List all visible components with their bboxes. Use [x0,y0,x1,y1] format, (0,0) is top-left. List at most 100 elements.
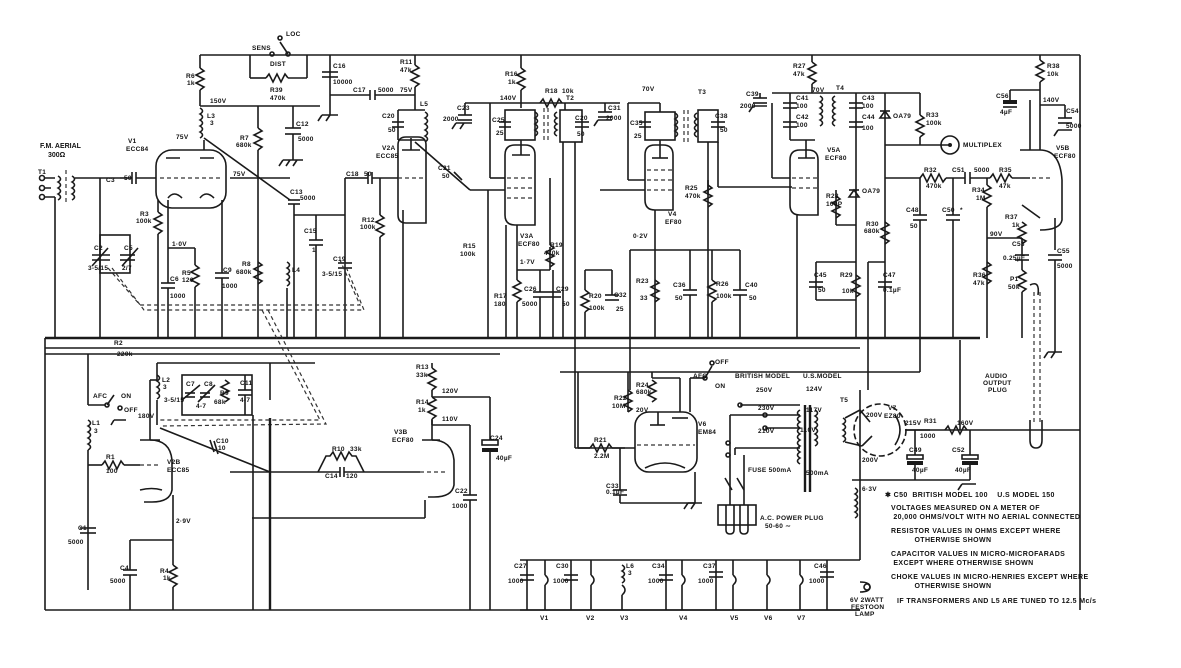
r33-value: 100k [926,120,942,127]
r31-id: R31 [924,418,937,425]
r7-id: R7 [240,135,249,142]
r24-id: R24 [636,382,649,389]
r25-value: 470k [685,193,701,200]
tube-v5a [760,103,819,338]
note-resistors: RESISTOR VALUES IN OHMS EXCEPT WHERE OTH… [891,528,1061,544]
lamp-line1: 6V 2WATT [850,597,884,604]
c23-id: C23 [457,105,470,112]
c45-id: C45 [814,272,827,279]
labels: F.M. AERIAL 300Ω T1 V1 ECC84 V2A ECC85 V… [38,31,1081,622]
p1-value: 50k [1008,284,1020,291]
l3-inductor [198,105,320,201]
sens-label: SENS [252,45,271,52]
volt-75b: 75V [233,171,246,178]
c23-value: 2000 [443,116,459,123]
r16-c23-c25-t2 [451,55,625,449]
r19-value: 470k [544,250,560,257]
v3a-cathode-network [511,178,619,338]
r12-value: 100k [360,224,376,231]
r9-value: 68k [214,399,226,406]
c49-id: C49 [909,447,922,454]
r26-id: R26 [716,281,729,288]
c16-value: 10000 [333,79,353,86]
volt-6-3: 6·3V [862,486,877,493]
afc-left-off: OFF [124,407,138,414]
r29-c45-r30-c47 [809,221,892,390]
v2a-type: ECC85 [376,153,399,160]
r29-value: 10k [842,288,854,295]
r12-id: R12 [362,217,375,224]
c13-c15-c19 [288,177,360,338]
volt-20: 20V [636,407,649,414]
r4-value: 1k [163,575,171,582]
c39-id: C39 [746,91,759,98]
v2b-id: V2B [167,459,181,466]
r11-value: 47k [400,67,412,74]
v3b-type: ECF80 [392,437,414,444]
volt-210: 210V [758,428,775,435]
c54-id: C54 [1066,108,1079,115]
c39-value: 2000 [740,103,756,110]
power-transformer-t5 [724,402,847,505]
v5a-id: V5A [827,147,841,154]
c22-value: 1000 [452,503,468,510]
r3-c6-r5-c9-r8 [152,200,264,338]
r23-id: R23 [636,278,649,285]
v6-id: V6 [698,421,707,428]
volt-124: 124V [806,386,823,393]
volt-70a: 70V [642,86,655,93]
c41-id: C41 [796,95,809,102]
c6-value: 1000 [170,293,186,300]
r7-c12 [252,106,303,338]
r37-value: 1k [1012,222,1020,229]
c42-id: C42 [796,114,809,121]
r28-id: R28 [826,193,839,200]
c44-value: 100 [862,125,874,132]
v5b-id: V5B [1056,145,1070,152]
lamp-line3: LAMP [855,611,875,618]
c51-value: 5000 [974,167,990,174]
c48-value: 50 [910,223,918,230]
c20-id: C20 [382,113,395,120]
volt-0-2: 0·2V [633,233,648,240]
l6-id: L6 [626,563,634,570]
c46-id: C46 [814,563,827,570]
r13-value: 33k [416,372,428,379]
c52-id: C52 [952,447,965,454]
lamp-line2: FESTOON [851,604,884,611]
c21-value: 50 [442,173,450,180]
c52-value: 40µF [955,467,971,474]
r17-value: 180 [494,301,506,308]
multiplex-label: MULTIPLEX [963,142,1002,149]
r21-id: R21 [594,437,607,444]
c16-id: C16 [333,63,346,70]
c33-value: 0.1µF [606,489,624,496]
c26-id: C26 [524,286,537,293]
r20-id: R20 [589,293,602,300]
c14-value: 120 [346,473,358,480]
c6-id: C6 [170,276,179,283]
c8-id: C8 [204,381,213,388]
c51-id: C51 [952,167,965,174]
t3-c35-c38 [628,102,760,338]
c43-id: C43 [862,95,875,102]
r28-value: 100P [826,201,843,208]
r10-id: R10 [332,446,345,453]
c1-value: 5000 [68,539,84,546]
t2-label: T2 [566,95,574,102]
c32-value: 25 [616,306,624,313]
v4-type: EF80 [665,219,682,226]
c49-value: 40µF [912,467,928,474]
l2-value: 3 [163,384,167,391]
volt-2-9: 2·9V [176,518,191,525]
aerial-impedance: 300Ω [48,152,66,159]
volt-90: 90V [990,231,1003,238]
c29-value: 50 [562,301,570,308]
r21-value: 2.2M [594,453,610,460]
c38-value: 50 [720,127,728,134]
aerial-transformer-t1 [38,170,120,338]
c30-id: C30 [556,563,569,570]
heater-bus [520,390,861,611]
t3-label: T3 [698,89,706,96]
r27-id: R27 [793,63,806,70]
